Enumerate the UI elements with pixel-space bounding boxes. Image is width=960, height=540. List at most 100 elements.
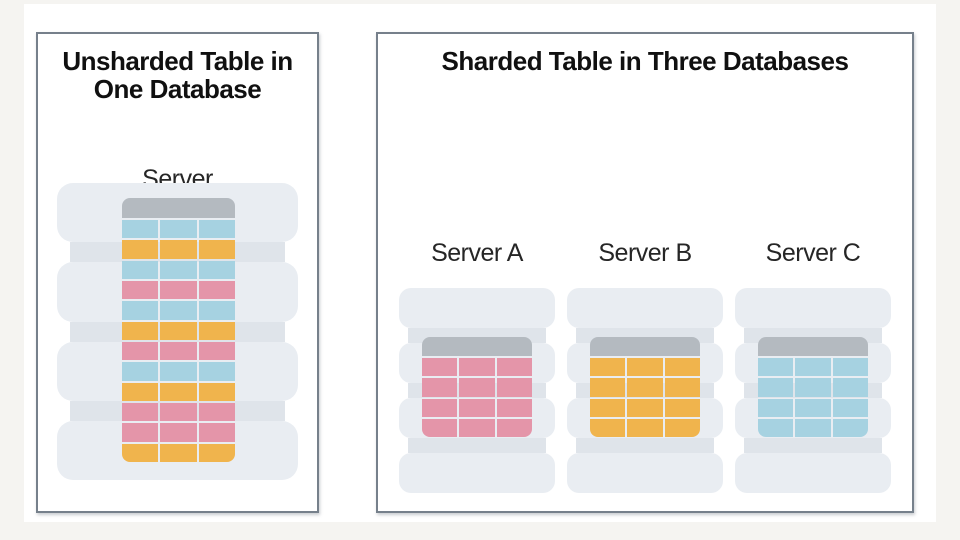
table-cell (795, 398, 831, 417)
table-cell (160, 382, 197, 401)
table-cell (664, 358, 700, 377)
table-cell (459, 358, 495, 377)
unsharded-title-line1: Unsharded Table in (62, 46, 293, 76)
table-row (122, 443, 235, 462)
table-cell (795, 378, 831, 397)
table-cell (758, 358, 794, 377)
table-cell (122, 301, 159, 320)
table-cell (198, 280, 235, 300)
table-cell (758, 378, 794, 397)
shard-table-a (422, 337, 532, 437)
table-cell (122, 260, 159, 279)
table-cell (122, 443, 159, 462)
table-row (122, 382, 235, 401)
table-row (590, 358, 700, 377)
table-cell (198, 301, 235, 320)
table-cell (590, 398, 626, 417)
table-cell (496, 358, 532, 377)
database-stack-c (735, 288, 891, 493)
database-stack-b (567, 288, 723, 493)
table-row (122, 423, 235, 442)
table-cell (122, 321, 159, 340)
table-cell (664, 418, 700, 437)
server-a-label: Server A (431, 239, 523, 267)
shard-table-b (590, 337, 700, 437)
stack-seam (408, 438, 546, 453)
table-row (758, 418, 868, 437)
table-cell (422, 378, 458, 397)
table-header-row (590, 337, 700, 356)
table-cell (198, 341, 235, 361)
shard-table-c (758, 337, 868, 437)
database-disc (399, 288, 555, 328)
table-cell (422, 398, 458, 417)
table-header-row (422, 337, 532, 356)
table-row (758, 378, 868, 397)
stack-seam (576, 438, 714, 453)
table-cell (198, 443, 235, 462)
table-cell (122, 382, 159, 401)
sharded-panel: Sharded Table in Three Databases Server … (376, 32, 914, 513)
table-cell (160, 402, 197, 422)
table-cell (832, 398, 868, 417)
unsharded-panel: Unsharded Table in One Database Server (36, 32, 319, 513)
table-cell (160, 423, 197, 442)
sharded-panel-title: Sharded Table in Three Databases (441, 46, 849, 76)
table-header-row (758, 337, 868, 356)
shards-row: Server A Server B Server C (378, 238, 912, 493)
database-disc (735, 288, 891, 328)
table-cell (590, 378, 626, 397)
table-cell (160, 362, 197, 381)
table-cell (160, 220, 197, 239)
table-cell (832, 358, 868, 377)
table-cell (198, 321, 235, 340)
table-row (122, 341, 235, 361)
table-cell (198, 260, 235, 279)
table-cell (795, 418, 831, 437)
server-b-label: Server B (598, 239, 692, 267)
table-row (758, 358, 868, 377)
unsharded-table (122, 198, 235, 462)
table-row (122, 280, 235, 300)
table-cell (496, 398, 532, 417)
table-row (122, 402, 235, 422)
table-cell (160, 280, 197, 300)
table-cell (160, 443, 197, 462)
unsharded-title-line2: One Database (93, 74, 262, 104)
table-cell (758, 418, 794, 437)
table-cell (627, 358, 663, 377)
table-cell (122, 402, 159, 422)
table-row (422, 398, 532, 417)
table-row (422, 378, 532, 397)
table-cell (198, 362, 235, 381)
table-cell (496, 378, 532, 397)
database-disc (399, 453, 555, 493)
table-cell (627, 418, 663, 437)
table-cell (422, 358, 458, 377)
table-cell (627, 398, 663, 417)
table-cell (160, 341, 197, 361)
table-row (590, 418, 700, 437)
table-row (590, 378, 700, 397)
table-cell (122, 362, 159, 381)
table-cell (459, 378, 495, 397)
table-row (122, 362, 235, 381)
table-row (590, 398, 700, 417)
database-stack-a (399, 288, 555, 493)
table-cell (590, 358, 626, 377)
table-cell (590, 418, 626, 437)
table-row (122, 301, 235, 320)
table-header-row (122, 198, 235, 218)
database-disc (567, 288, 723, 328)
table-cell (664, 378, 700, 397)
table-cell (795, 358, 831, 377)
table-cell (122, 220, 159, 239)
table-cell (160, 301, 197, 320)
database-disc (567, 453, 723, 493)
shard-server-b: Server B (567, 238, 723, 493)
table-row (422, 418, 532, 437)
table-row (422, 358, 532, 377)
table-cell (422, 418, 458, 437)
table-cell (459, 418, 495, 437)
